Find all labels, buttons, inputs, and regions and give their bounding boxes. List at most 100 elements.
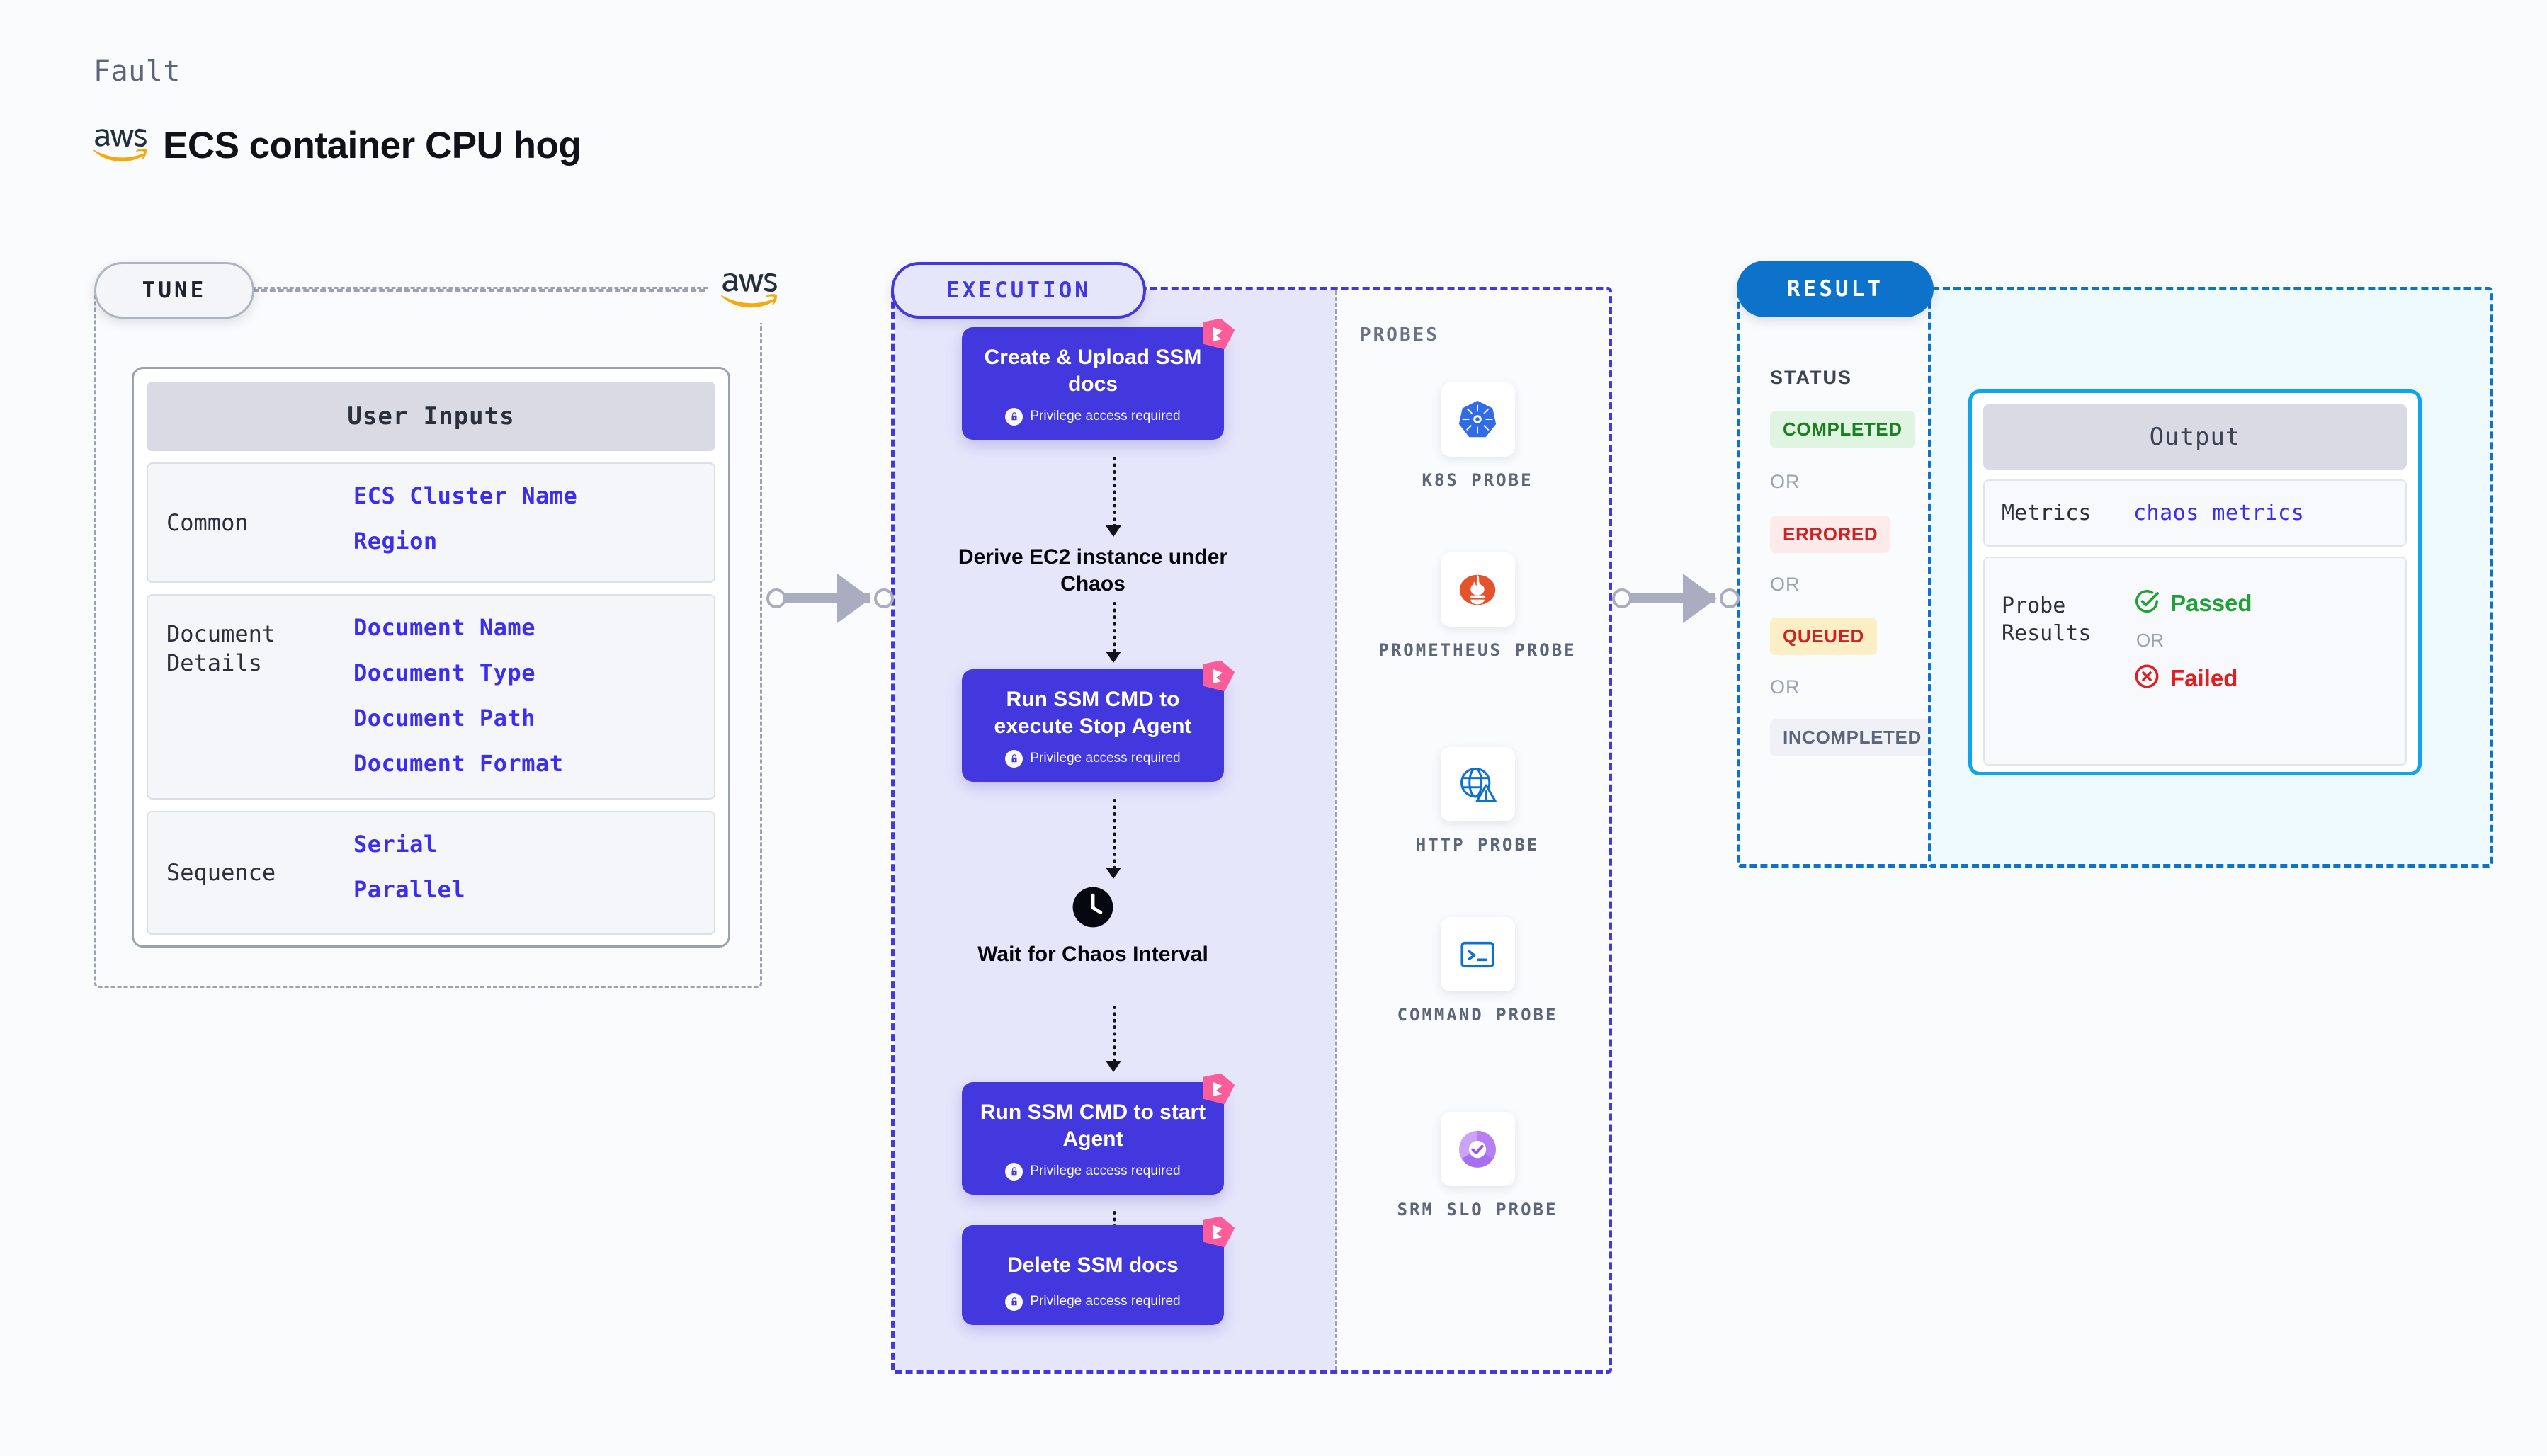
tune-value[interactable]: Document Path	[353, 705, 535, 732]
litmus-logo-icon	[1198, 658, 1235, 695]
output-card: Output Metrics chaos metrics Probe Resul…	[1968, 389, 2422, 775]
lock-icon	[1005, 1162, 1023, 1181]
connector-execution-to-result	[1612, 574, 1740, 623]
output-value-metrics[interactable]: chaos metrics	[2133, 501, 2305, 525]
output-key-line1: Probe	[2002, 593, 2066, 618]
tune-pill-label: TUNE	[94, 262, 254, 319]
flow-connector-dotted	[1113, 1006, 1116, 1062]
tune-value[interactable]: Document Type	[353, 659, 535, 686]
execution-step-derive-ec2-instance: Derive EC2 instance under Chaos	[937, 544, 1249, 598]
status-badge-incompleted: INCOMPLETED	[1770, 719, 1934, 756]
tune-group-values: ECS Cluster Name Region	[353, 482, 714, 563]
litmus-logo-icon	[1198, 1214, 1235, 1251]
tune-group-document-details: Document Details Document Name Document …	[147, 594, 715, 800]
x-circle-icon	[2133, 663, 2160, 693]
result-pill-label: RESULT	[1737, 261, 1934, 317]
page-title: ECS container CPU hog	[163, 125, 582, 166]
probe-label: SRM SLO PROBE	[1397, 1200, 1558, 1219]
tune-group-label: Common	[166, 508, 249, 536]
probe-srm-slo[interactable]: SRM SLO PROBE	[1337, 1112, 1618, 1222]
step-title: Derive EC2 instance under Chaos	[958, 545, 1228, 596]
output-key: Metrics	[2002, 501, 2092, 525]
probe-http[interactable]: HTTP PROBE	[1337, 747, 1618, 858]
step-subtitle-row: Privilege access required	[975, 1162, 1211, 1181]
page-eyebrow: Fault	[93, 55, 181, 88]
flow-arrowhead	[1106, 868, 1121, 879]
probe-k8s[interactable]: K8S PROBE	[1337, 382, 1618, 493]
execution-step-delete-ssm-docs[interactable]: Delete SSM docs Privilege access require…	[962, 1216, 1235, 1325]
or-separator: OR	[1770, 471, 1800, 492]
output-key: Probe Results	[1985, 574, 2133, 749]
or-separator: OR	[1770, 676, 1800, 698]
tune-group-label-line2: Details	[166, 649, 262, 676]
probe-command[interactable]: COMMAND PROBE	[1337, 917, 1618, 1028]
tune-value[interactable]: Document Format	[353, 750, 564, 777]
step-title: Delete SSM docs	[1007, 1253, 1179, 1277]
lock-icon	[1005, 749, 1023, 768]
or-separator: OR	[2136, 630, 2164, 651]
tune-group-sequence: Sequence Serial Parallel	[147, 811, 715, 935]
page-title-row: ECS container CPU hog	[93, 124, 582, 167]
status-badge-queued: QUEUED	[1770, 618, 1877, 655]
tune-group-values: Serial Parallel	[353, 831, 714, 915]
srm-slo-icon	[1440, 1112, 1515, 1186]
output-key-line2: Results	[2002, 621, 2092, 646]
prometheus-icon	[1440, 552, 1515, 627]
step-subtitle: Privilege access required	[1030, 1294, 1181, 1309]
verdict-passed-label: Passed	[2170, 589, 2252, 616]
flow-connector-dotted	[1113, 602, 1116, 653]
tune-group-label-line1: Document	[166, 620, 276, 647]
step-subtitle-row: Privilege access required	[975, 1292, 1211, 1311]
flow-connector-dotted	[1113, 457, 1116, 528]
execution-step-wait-for-chaos-interval: Wait for Chaos Interval	[937, 885, 1249, 968]
tune-aws-logo-icon	[708, 259, 790, 323]
execution-step-run-ssm-cmd-stop-agent[interactable]: Run SSM CMD to execute Stop Agent Privil…	[962, 660, 1235, 782]
tune-panel: User Inputs Common ECS Cluster Name Regi…	[94, 287, 762, 988]
user-inputs-title: User Inputs	[147, 382, 715, 451]
execution-step-run-ssm-cmd-start-agent[interactable]: Run SSM CMD to start Agent Privilege acc…	[962, 1073, 1235, 1195]
tune-top-dashed-line	[253, 289, 713, 292]
execution-step-create-upload-ssm-docs[interactable]: Create & Upload SSM docs Privilege acces…	[962, 318, 1235, 440]
tune-group-label: Document Details	[148, 614, 353, 780]
litmus-logo-icon	[1198, 316, 1235, 353]
or-separator: OR	[1770, 574, 1800, 595]
probe-verdicts: Passed OR Failed	[2133, 574, 2252, 749]
probe-label: PROMETHEUS PROBE	[1378, 640, 1577, 660]
probes-column: PROBES K8S PROBE	[1335, 290, 1616, 1370]
clock-icon	[1071, 887, 1115, 932]
execution-panel: Create & Upload SSM docs Privilege acces…	[891, 287, 1612, 1374]
execution-pill-label: EXECUTION	[891, 262, 1146, 319]
tune-group-common: Common ECS Cluster Name Region	[147, 462, 715, 583]
step-title: Run SSM CMD to start Agent	[980, 1100, 1206, 1151]
result-output-panel: Output Metrics chaos metrics Probe Resul…	[1928, 287, 2493, 868]
probes-title: PROBES	[1360, 324, 1439, 346]
tune-value[interactable]: Region	[353, 528, 438, 554]
status-badge-errored: ERRORED	[1770, 516, 1891, 553]
flow-connector-dotted	[1113, 799, 1116, 870]
execution-flow: Create & Upload SSM docs Privilege acces…	[895, 290, 1335, 1370]
tune-group-label: Sequence	[166, 859, 276, 887]
status-badge-completed: COMPLETED	[1770, 411, 1915, 448]
step-title: Run SSM CMD to execute Stop Agent	[994, 688, 1192, 738]
user-inputs-card: User Inputs Common ECS Cluster Name Regi…	[132, 367, 730, 948]
check-circle-icon	[2133, 588, 2160, 618]
probe-label: K8S PROBE	[1422, 470, 1533, 490]
flow-arrowhead	[1106, 525, 1121, 537]
tune-value[interactable]: Serial	[353, 831, 438, 858]
step-subtitle: Privilege access required	[1030, 409, 1181, 424]
result-status-panel: STATUS COMPLETED OR ERRORED OR QUEUED OR…	[1737, 287, 1936, 868]
tune-value[interactable]: Document Name	[353, 614, 535, 641]
kubernetes-icon	[1440, 382, 1515, 457]
output-row-metrics: Metrics chaos metrics	[1983, 479, 2407, 547]
status-heading: STATUS	[1770, 367, 1852, 388]
step-subtitle: Privilege access required	[1030, 751, 1181, 766]
probe-prometheus[interactable]: PROMETHEUS PROBE	[1337, 552, 1618, 663]
step-title: Wait for Chaos Interval	[977, 943, 1208, 966]
tune-group-values: Document Name Document Type Document Pat…	[353, 614, 714, 780]
aws-logo-icon	[93, 125, 147, 166]
probe-label: COMMAND PROBE	[1397, 1005, 1558, 1025]
tune-value[interactable]: Parallel	[353, 876, 466, 903]
litmus-logo-icon	[1198, 1071, 1235, 1108]
tune-value[interactable]: ECS Cluster Name	[353, 482, 578, 509]
